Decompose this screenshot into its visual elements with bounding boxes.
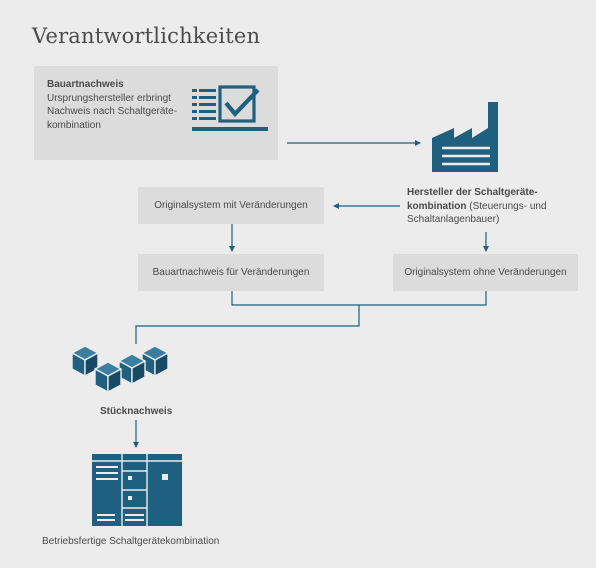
- betriebsfertig-label: Betriebsfertige Schaltgerätekombination: [42, 536, 220, 547]
- bauartnachweis-text: Ursprungshersteller erbringt Nachweis na…: [47, 92, 178, 131]
- switchgear-cabinet-icon: [92, 454, 182, 526]
- originalsystem-mit-label: Originalsystem mit Veränderungen: [154, 199, 308, 211]
- originalsystem-mit-box: Originalsystem mit Veränderungen: [138, 187, 324, 224]
- originalsystem-ohne-label: Originalsystem ohne Veränderungen: [404, 266, 567, 278]
- stuecknachweis-label: Stücknachweis: [100, 406, 173, 417]
- checklist-icon: [192, 85, 268, 131]
- bauartnachweis-fuer-label: Bauartnachweis für Veränderungen: [152, 266, 310, 278]
- hersteller-label: Hersteller der Schaltgeräte-kombination …: [407, 186, 562, 227]
- hersteller-text: (Steuerungs- und Schaltanlagenbauer): [407, 200, 547, 226]
- page-title: Verantwortlichkeiten: [32, 24, 261, 48]
- hersteller-heading: Hersteller der Schaltgeräte-kombination: [407, 187, 538, 212]
- merge-line-down: [135, 305, 360, 344]
- factory-icon: [432, 102, 498, 172]
- merge-line-right: [359, 291, 487, 306]
- originalsystem-ohne-box: Originalsystem ohne Veränderungen: [393, 254, 578, 291]
- bauartnachweis-heading: Bauartnachweis: [47, 79, 124, 90]
- merge-line-left: [231, 291, 359, 306]
- bauartnachweis-box: Bauartnachweis Ursprungshersteller erbri…: [34, 66, 278, 160]
- bauartnachweis-fuer-box: Bauartnachweis für Veränderungen: [138, 254, 324, 291]
- cubes-icon: [71, 345, 169, 393]
